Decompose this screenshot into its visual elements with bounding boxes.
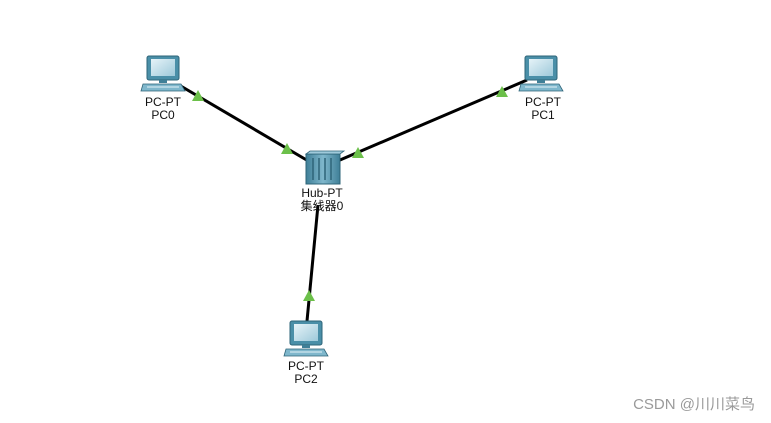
link-up-indicator — [496, 86, 508, 97]
device-model: PC-PT — [525, 95, 561, 109]
device-model: Hub-PT — [301, 186, 343, 200]
pc-icon — [518, 55, 564, 92]
device-model: PC-PT — [288, 359, 324, 373]
link-pc1-hub0[interactable] — [339, 78, 528, 162]
watermark: CSDN @川川菜鸟 — [633, 396, 755, 413]
pc1-device[interactable] — [518, 55, 564, 92]
link-up-indicator — [192, 90, 204, 101]
pc0-device[interactable] — [140, 55, 186, 92]
link-indicators — [192, 86, 508, 301]
pc2-label: PC-PT PC2 — [288, 360, 324, 386]
pc0-label: PC-PT PC0 — [145, 96, 181, 122]
link-up-indicator — [281, 143, 293, 154]
device-name: 集线器0 — [300, 199, 344, 213]
hub0-label: Hub-PT 集线器0 — [301, 187, 344, 213]
device-name: PC1 — [531, 108, 555, 122]
pc-icon — [283, 320, 329, 357]
device-model: PC-PT — [145, 95, 181, 109]
link-pc2-hub0[interactable] — [305, 204, 320, 322]
links-layer — [178, 78, 528, 322]
pc-icon — [140, 55, 186, 92]
hub0-device[interactable] — [304, 150, 346, 185]
pc2-device[interactable] — [283, 320, 329, 357]
link-up-indicator — [352, 147, 364, 158]
pc1-label: PC-PT PC1 — [525, 96, 561, 122]
link-up-indicator — [303, 290, 315, 301]
device-name: PC2 — [294, 372, 318, 386]
device-name: PC0 — [151, 108, 175, 122]
hub-icon — [304, 150, 346, 185]
